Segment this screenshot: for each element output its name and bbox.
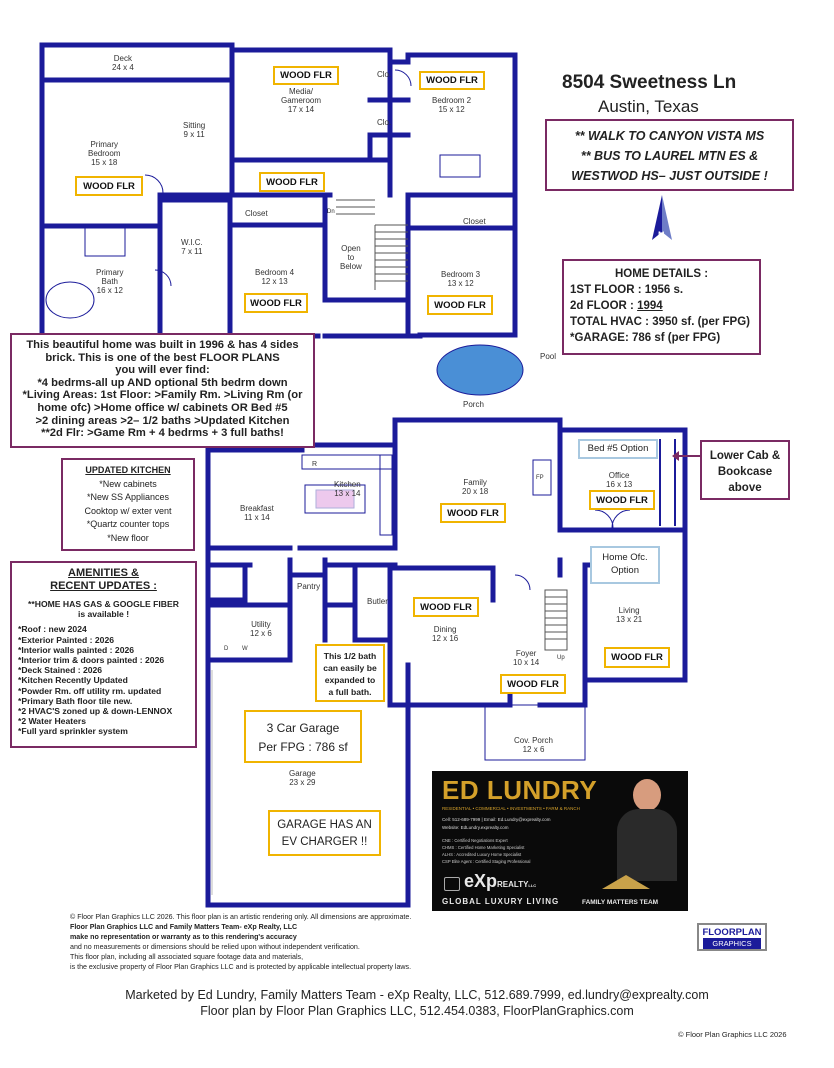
home-details-garage: *GARAGE: 786 sf (per FPG) xyxy=(570,332,721,344)
lower-cab-arrowhead xyxy=(672,451,679,461)
wood-flr-bedroom-2: WOOD FLR xyxy=(419,71,485,90)
wood-flr-bedroom-3: WOOD FLR xyxy=(427,295,493,315)
home-details-total-hvac: TOTAL HVAC : 3950 sf. (per FPG) xyxy=(570,316,750,328)
home-office-option-label: Home Ofc.Option xyxy=(590,546,660,584)
team-roof-icon xyxy=(602,875,650,889)
room-fp: FP xyxy=(536,475,544,481)
family-matters-team: FAMILY MATTERS TEAM xyxy=(582,899,659,906)
home-details-box: HOME DETAILS : 1ST FLOOR : 1956 s. 2d FL… xyxy=(562,259,761,355)
exp-brand: eXpREALTYLLC xyxy=(464,871,537,891)
description-box: This beautiful home was built in 1996 & … xyxy=(10,333,315,448)
disclaimer: © Floor Plan Graphics LLC 2026. This flo… xyxy=(70,913,412,971)
pool-shape xyxy=(436,344,524,396)
wood-flr-family: WOOD FLR xyxy=(440,503,506,523)
room-up: Up xyxy=(557,655,565,661)
agent-card[interactable]: ED LUNDRY RESIDENTIAL • COMMERCIAL • INV… xyxy=(432,771,688,911)
floorplan-graphics-logo: FLOORPLAN GRAPHICS xyxy=(697,923,767,951)
room-wic: W.I.C.7 x 11 xyxy=(181,238,203,256)
room-closet-1: Closet xyxy=(245,209,268,218)
wood-flr-primary: WOOD FLR xyxy=(75,176,143,196)
footer-floorplan-by: Floor plan by Floor Plan Graphics LLC, 5… xyxy=(200,1004,634,1018)
room-d: D xyxy=(224,646,229,652)
agent-website: Website: EdLundry.exprealty.com xyxy=(442,825,509,830)
wood-flr-media: WOOD FLR xyxy=(273,66,339,85)
room-butler: Butler xyxy=(367,597,388,606)
room-pantry: Pantry xyxy=(297,582,321,591)
property-city: Austin, Texas xyxy=(598,97,699,116)
footer-marketed-by: Marketed by Ed Lundry, Family Matters Te… xyxy=(125,988,709,1002)
svg-text:N: N xyxy=(658,230,665,240)
agent-tagline: RESIDENTIAL • COMMERCIAL • INVESTMENTS •… xyxy=(442,806,580,811)
agent-certs: CNE : Certified Negotiations Expert CHMS… xyxy=(442,838,531,864)
amenities-box: AMENITIES & RECENT UPDATES : **HOME HAS … xyxy=(10,561,197,748)
wood-flr-foyer: WOOD FLR xyxy=(500,674,566,694)
wood-flr-office: WOOD FLR xyxy=(589,490,655,510)
room-pool: Pool xyxy=(540,352,557,361)
footer-copyright: © Floor Plan Graphics LLC 2026 xyxy=(678,1030,787,1039)
wood-flr-living: WOOD FLR xyxy=(604,647,670,668)
property-address: 8504 Sweetness Ln xyxy=(562,72,737,93)
room-w: W xyxy=(242,646,248,652)
room-r: R xyxy=(312,461,318,468)
room-closet-clo-1: Clo. xyxy=(377,70,392,79)
bed5-option-label: Bed #5 Option xyxy=(578,439,658,459)
agent-name: ED LUNDRY xyxy=(442,775,598,805)
room-dn: Dn xyxy=(327,209,335,215)
agent-photo xyxy=(617,777,677,881)
room-closet-clo-2: Clo. xyxy=(377,118,392,127)
home-details-second-floor: 2d FLOOR : 1994 xyxy=(570,300,663,312)
wood-flr-hall: WOOD FLR xyxy=(259,172,325,192)
room-porch: Porch xyxy=(463,400,484,409)
lower-cab-arrow xyxy=(676,455,700,457)
home-details-title: HOME DETAILS : xyxy=(614,268,709,280)
home-details-first-floor: 1ST FLOOR : 1956 s. xyxy=(570,284,684,296)
global-luxury-living: GLOBAL LUXURY LIVING xyxy=(442,897,560,906)
updated-kitchen-box: UPDATED KITCHEN *New cabinets *New SS Ap… xyxy=(61,458,195,551)
schools-callout: ** WALK TO CANYON VISTA MS ** BUS TO LAU… xyxy=(545,119,794,191)
compass-icon: N xyxy=(652,195,672,240)
agent-cell: Cell: 512-689-7999 | Email: Ed.Lundry@ex… xyxy=(442,817,551,822)
exp-house-icon xyxy=(444,877,460,891)
room-closet-2: Closet xyxy=(463,217,486,226)
wood-flr-bedroom-4: WOOD FLR xyxy=(244,293,308,313)
wood-flr-dining: WOOD FLR xyxy=(413,597,479,617)
